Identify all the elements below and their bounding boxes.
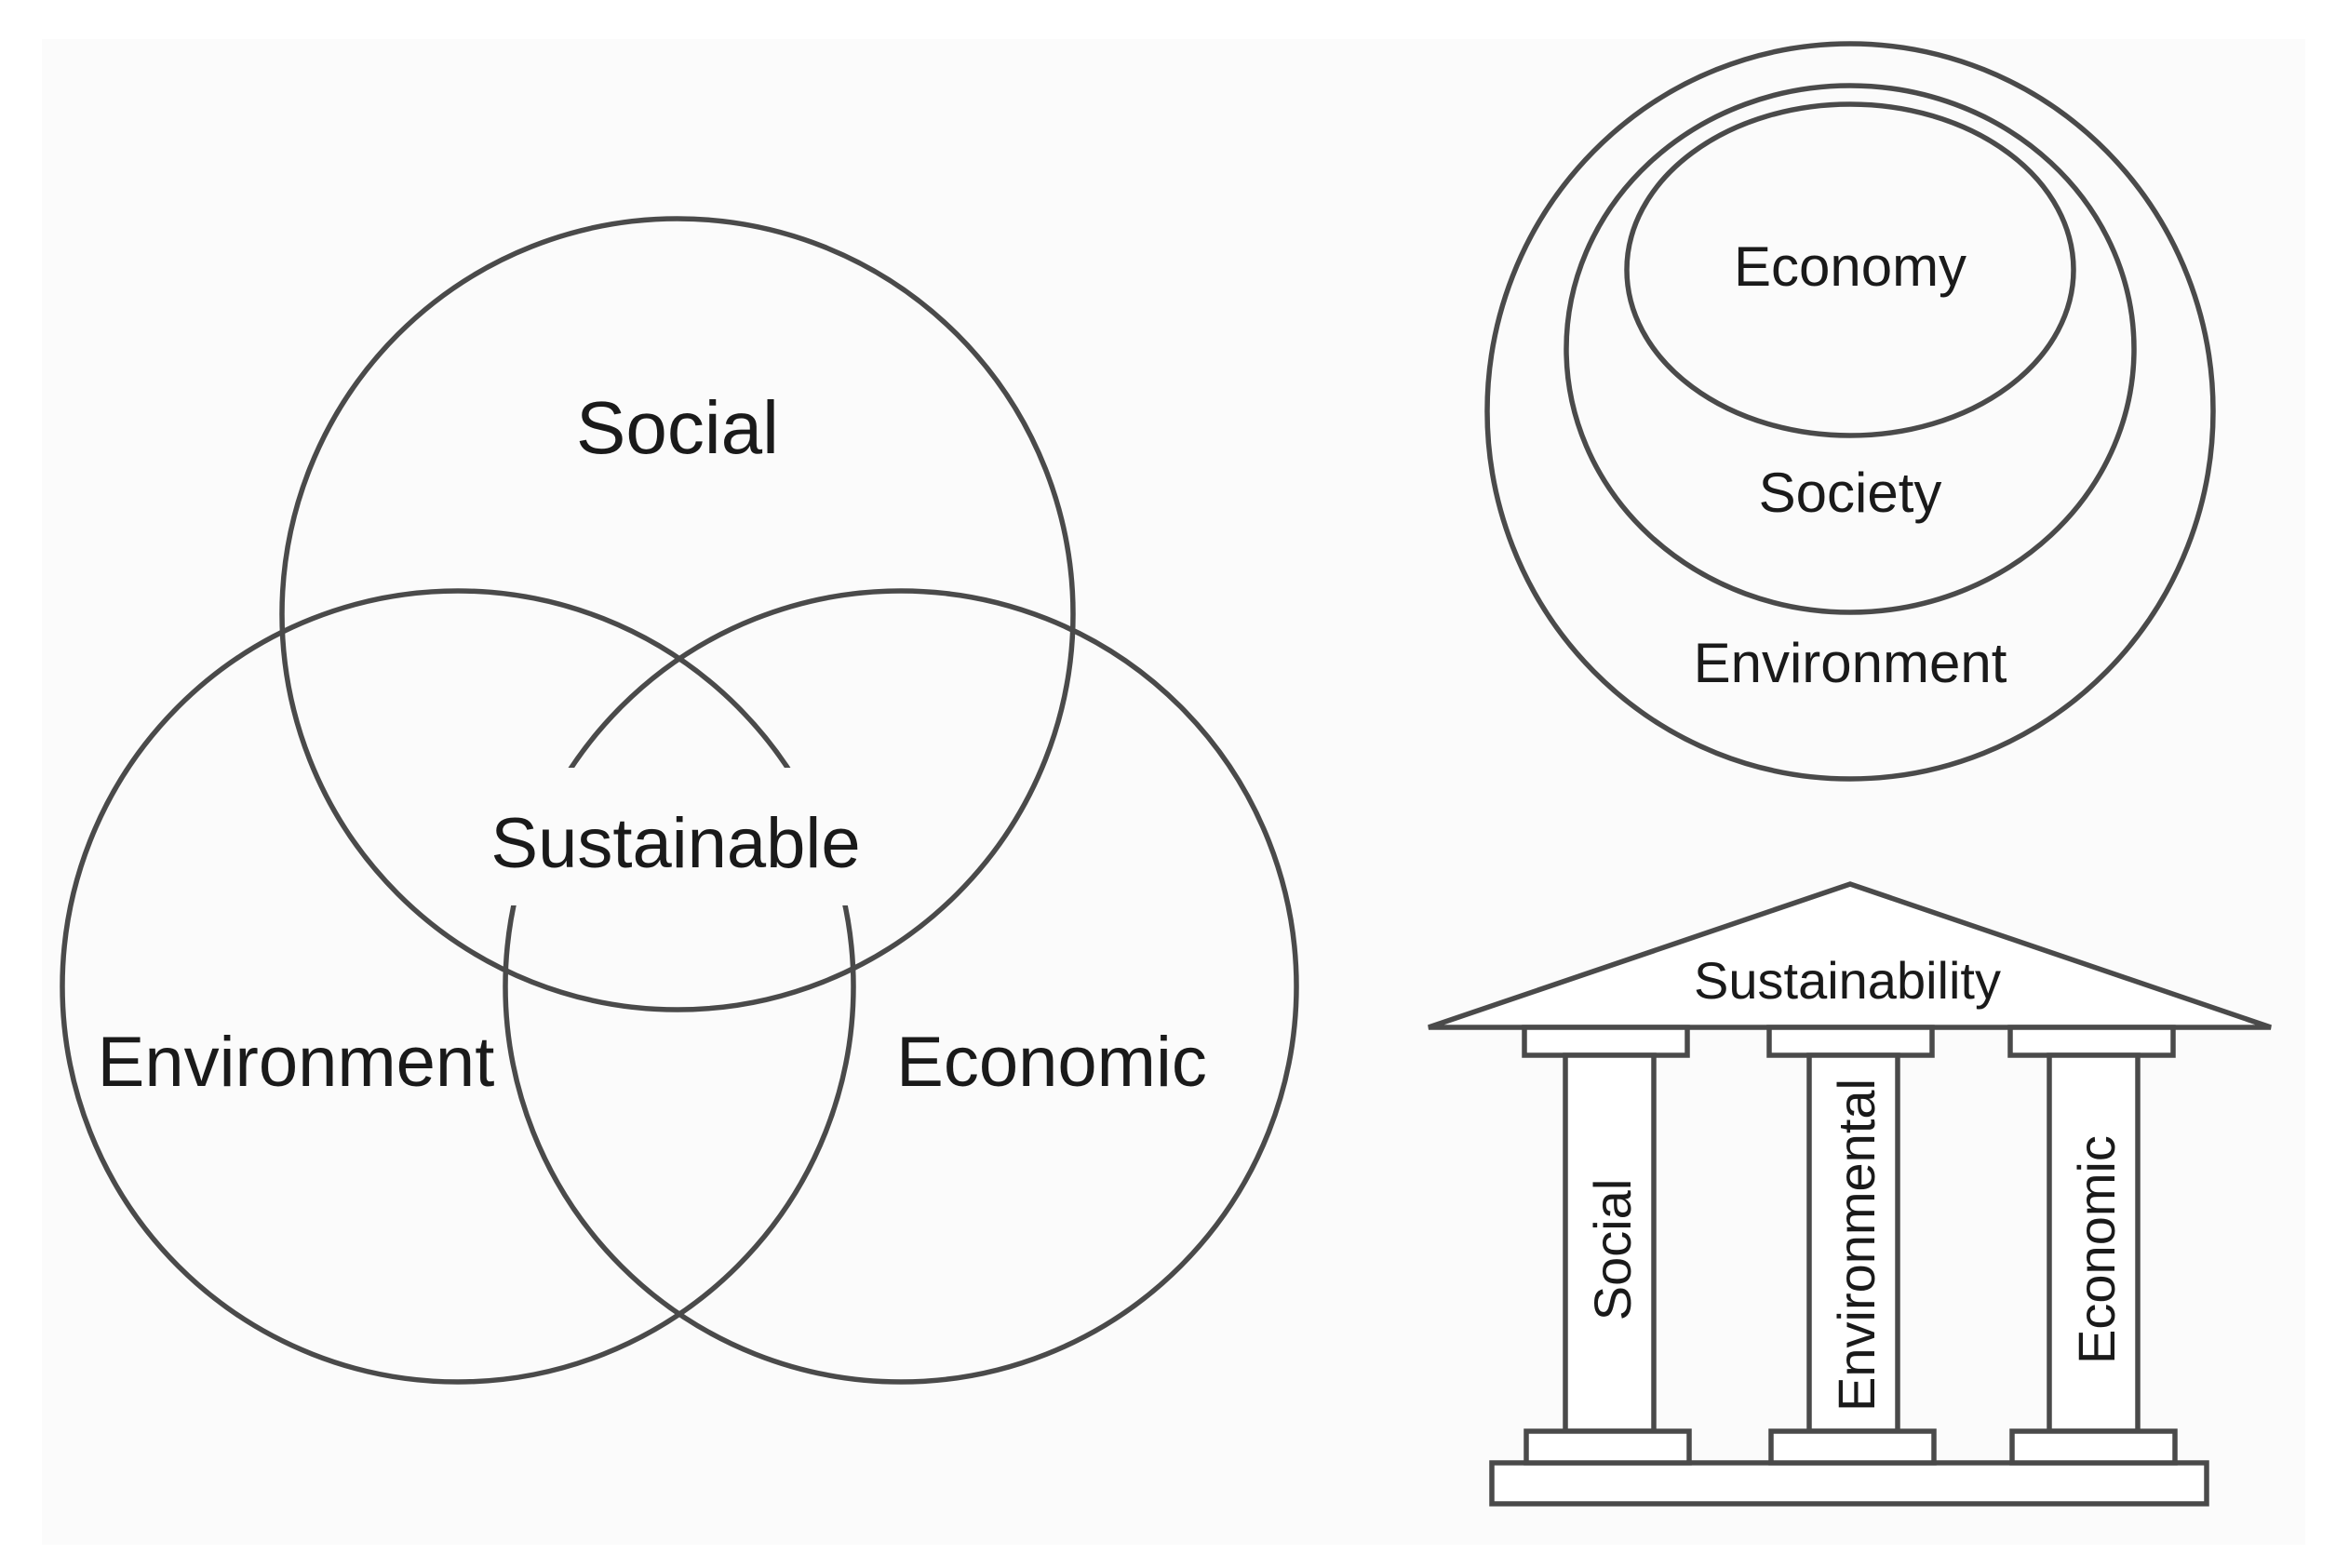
venn-circle-environment — [60, 588, 856, 1385]
venn-label-economic: Economic — [896, 1023, 1207, 1102]
pillar-label-environmental: Environmental — [1827, 1079, 1886, 1412]
pillar-label-social: Social — [1583, 1179, 1642, 1321]
pillar-social: Social — [1522, 1025, 1692, 1466]
temple-roof-label: Sustainability — [1694, 951, 2001, 1010]
pillar-plinth — [1768, 1428, 1937, 1466]
pillar-capital — [1522, 1025, 1690, 1058]
figure-panel — [42, 39, 2305, 1545]
pillar-shaft — [1563, 1052, 1657, 1434]
nested-circles-diagram: Economy Society Environment — [1484, 41, 2216, 782]
pillar-economic: Economic — [2007, 1025, 2178, 1466]
venn-label-sustainable: Sustainable — [490, 804, 860, 883]
temple-base — [1489, 1460, 2209, 1507]
pillar-shaft — [1806, 1052, 1900, 1434]
nested-circle-environment — [1484, 41, 2216, 782]
nested-label-society: Society — [1759, 462, 1942, 524]
pillar-capital — [1766, 1025, 1935, 1058]
pillar-environmental: Environmental — [1766, 1025, 1937, 1466]
pillar-plinth — [2009, 1428, 2178, 1466]
center-label-backdrop — [493, 768, 884, 905]
nested-label-environment: Environment — [1694, 632, 2007, 694]
nested-circle-economy — [1624, 101, 2076, 438]
nested-circle-society — [1564, 83, 2137, 615]
pillar-capital — [2007, 1025, 2176, 1058]
venn-label-environment: Environment — [98, 1023, 495, 1102]
venn-label-social: Social — [576, 386, 779, 469]
venn-diagram: Social Environment Economic Sustainable — [60, 216, 1299, 1385]
venn-circle-social — [279, 216, 1076, 1012]
pillar-plinth — [1523, 1428, 1692, 1466]
pillar-shaft — [2047, 1052, 2141, 1434]
nested-label-economy: Economy — [1734, 235, 1966, 298]
pillar-label-economic: Economic — [2067, 1135, 2126, 1364]
venn-circle-economic — [503, 588, 1299, 1385]
temple-diagram: Sustainability Social Environmental Econ… — [1428, 881, 2272, 1507]
